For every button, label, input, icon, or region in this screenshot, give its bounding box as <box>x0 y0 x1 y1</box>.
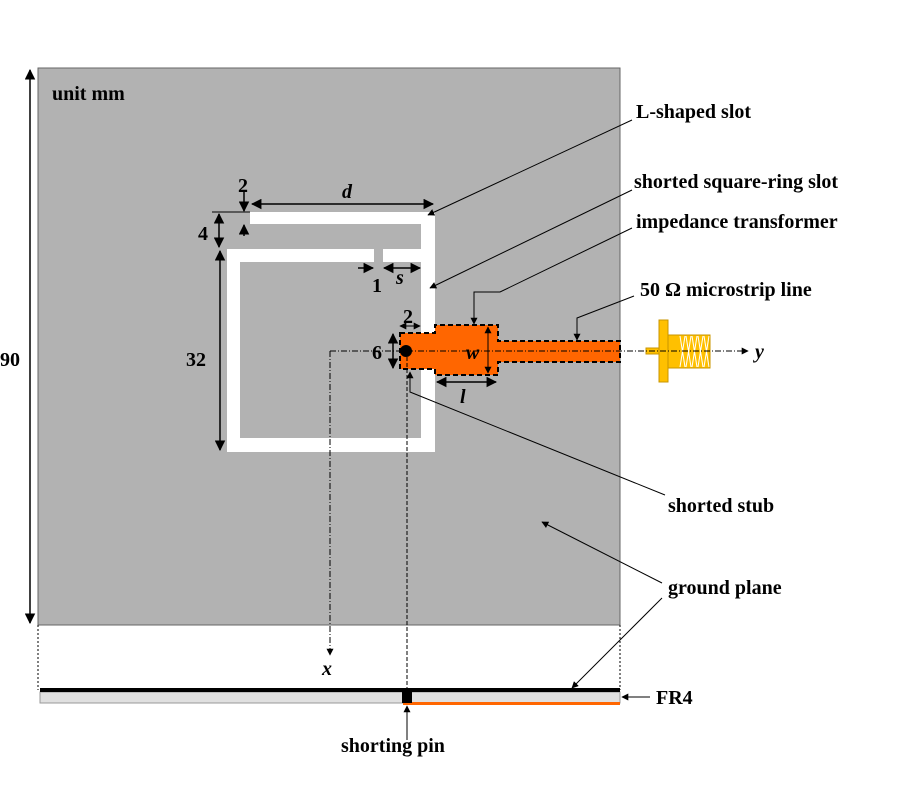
dimension-lines <box>24 68 498 625</box>
ground-layer <box>40 688 620 692</box>
shorting-pin <box>402 690 412 703</box>
dim-stub-width: 6 <box>372 342 382 364</box>
axes <box>37 347 749 690</box>
dim-l: l <box>460 386 466 408</box>
dim-stub-length: 2 <box>403 306 413 328</box>
sma-connector <box>645 319 711 383</box>
ring-gap <box>374 249 383 262</box>
label-l-shaped-slot: L-shaped slot <box>636 101 751 123</box>
label-fr4: FR4 <box>656 687 693 709</box>
label-ring-slot: shorted square-ring slot <box>634 171 838 193</box>
dim-s: s <box>395 267 404 289</box>
unit-label: unit mm <box>52 83 125 105</box>
cross-section <box>39 688 621 705</box>
dim-ring: 32 <box>186 349 206 371</box>
dim-d: d <box>342 181 353 203</box>
dim-slot-width: 2 <box>238 175 248 197</box>
label-microstrip: 50 Ω microstrip line <box>640 279 812 301</box>
label-impedance-transformer: impedance transformer <box>636 211 838 233</box>
microstrip-layer <box>403 702 620 705</box>
fr4-substrate <box>39 691 621 704</box>
leader-lines <box>403 119 666 740</box>
dim-gap: 1 <box>372 275 382 297</box>
dim-board: 90 <box>0 349 20 371</box>
label-shorting-pin: shorting pin <box>341 735 445 757</box>
shorting-pin-dot <box>400 345 412 357</box>
dim-gap-top: 4 <box>198 223 208 245</box>
y-axis-label: y <box>753 341 764 363</box>
x-axis-label: x <box>321 658 332 680</box>
label-shorted-stub: shorted stub <box>668 495 774 517</box>
l-shaped-slot <box>250 212 435 224</box>
dim-w: w <box>466 342 480 364</box>
label-ground-plane: ground plane <box>668 577 782 599</box>
feed-line <box>399 324 621 376</box>
